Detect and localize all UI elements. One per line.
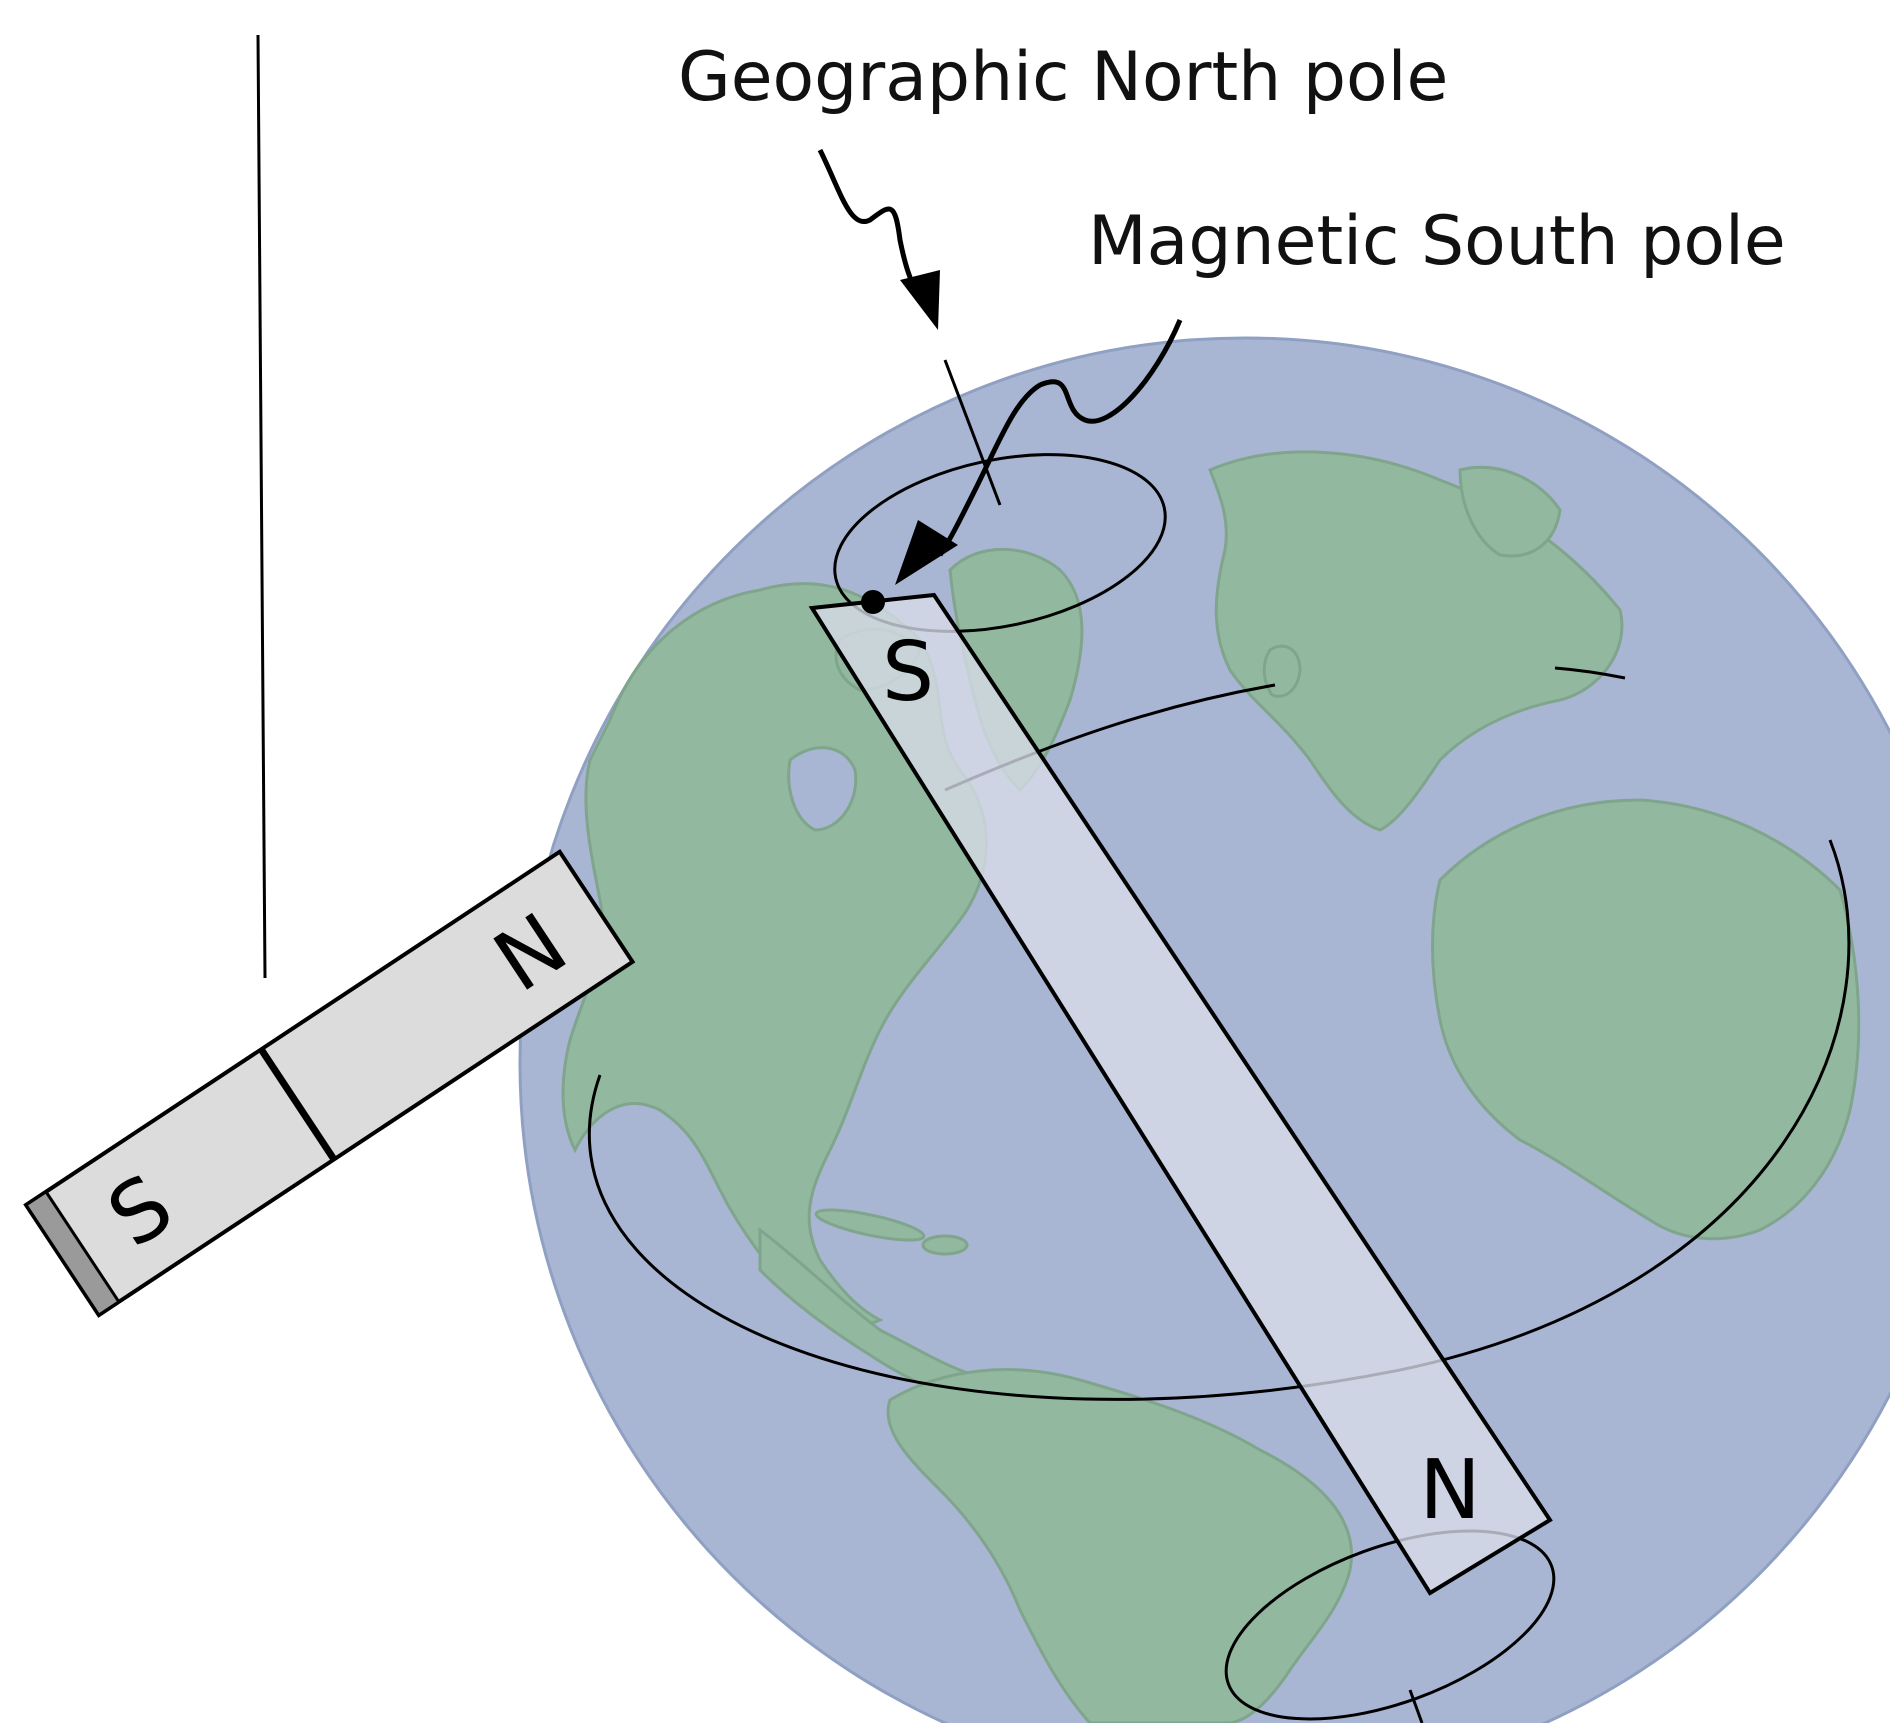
geographic-axis-top — [943, 359, 1002, 506]
land-africa — [1431, 798, 1861, 1241]
magnetic-pole-dot — [861, 590, 885, 614]
suspended-bar-magnet: S N — [23, 848, 636, 1318]
suspension-string — [256, 34, 267, 979]
tropic-upper-ring-right — [1554, 666, 1626, 680]
magnetic-arrow-shaft — [937, 319, 1183, 557]
land-british-isles — [1262, 644, 1302, 698]
geographic-axis-bottom — [1408, 1689, 1424, 1724]
land-scandinavia — [1458, 465, 1562, 558]
earth-magnet-south-letter: S — [882, 625, 934, 720]
geographic-north-arrow — [817, 148, 940, 330]
land-cuba — [814, 1208, 926, 1242]
earth-magnet-north-letter: N — [1419, 1443, 1480, 1538]
suspended-magnet-end-cap — [23, 1189, 121, 1318]
magnetic-arrow-head — [895, 520, 958, 585]
geographic-arrow-head — [900, 270, 940, 330]
earth-bar-magnet: S N — [808, 592, 1553, 1596]
magnetic-south-pole-label: Magnetic South pole — [1088, 202, 1786, 281]
antarctic-ring — [1224, 1529, 1556, 1721]
magnetic-south-arrow — [895, 319, 1183, 585]
suspended-magnet-divider — [258, 1047, 337, 1162]
geographic-north-pole-label: Geographic North pole — [678, 38, 1449, 117]
earth-magnet-body — [808, 592, 1553, 1596]
land-south-america — [886, 1368, 1353, 1725]
geographic-arrow-shaft — [817, 148, 921, 297]
water-hudson-bay — [787, 746, 858, 832]
land-hispaniola — [921, 1234, 969, 1256]
